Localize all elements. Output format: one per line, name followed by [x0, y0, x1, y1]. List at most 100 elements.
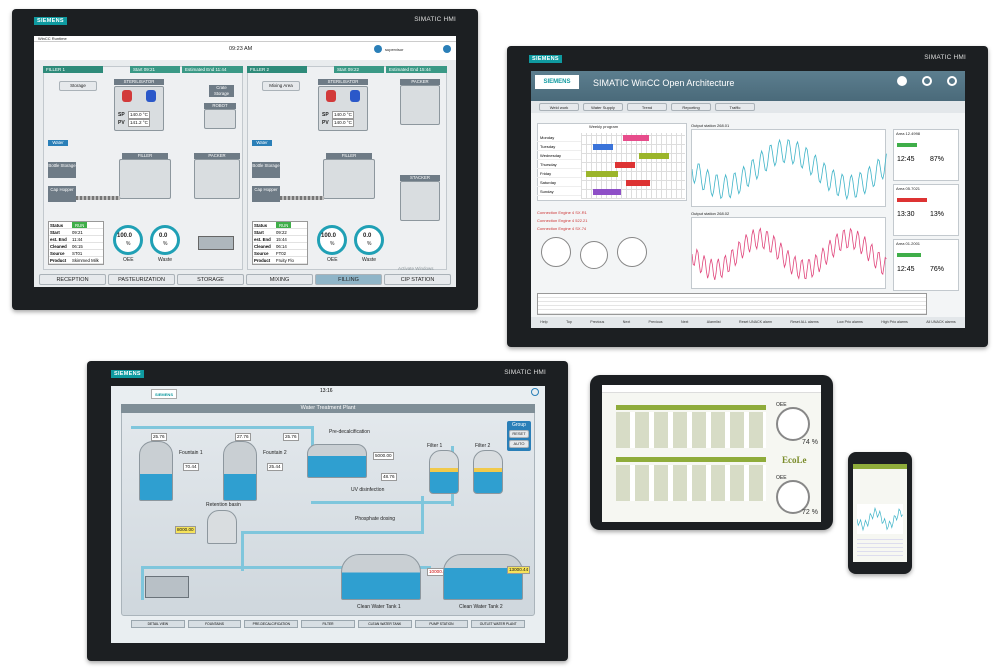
- footer-button[interactable]: Previous: [590, 320, 605, 324]
- info-value: 09:21: [72, 230, 83, 235]
- footer-button[interactable]: Reset UNACK alarm: [739, 320, 772, 324]
- footer-button[interactable]: Next: [680, 320, 689, 324]
- group-label: Group: [512, 422, 526, 428]
- footer-button[interactable]: Previous: [648, 320, 663, 324]
- filler-grid-1: [616, 412, 766, 448]
- storage-button[interactable]: Storage: [59, 81, 97, 91]
- screen-phone: [853, 464, 907, 562]
- heater-icon: [146, 90, 156, 102]
- nav-trend[interactable]: Trend: [627, 103, 667, 111]
- pipe: [141, 566, 144, 600]
- engine-2: Connection Engine 4 522.21: [537, 218, 588, 223]
- footer-button[interactable]: Next: [622, 320, 631, 324]
- settings-icon[interactable]: [922, 76, 932, 86]
- tab-mixing[interactable]: MIXING: [246, 274, 313, 285]
- siemens-app-logo: SIEMENS: [535, 75, 579, 89]
- power-icon[interactable]: [531, 388, 539, 396]
- reset-button[interactable]: RESET: [509, 430, 529, 438]
- area-card-1: Area 12.4998 12:45 87%: [893, 129, 959, 181]
- info-key: Product: [50, 258, 67, 263]
- user-icon[interactable]: [897, 76, 907, 86]
- nav-reporting[interactable]: Reporting: [671, 103, 711, 111]
- header-time: 13:16: [320, 388, 333, 394]
- footer-button[interactable]: High Prio alarms: [881, 320, 908, 324]
- info-key: Status: [254, 223, 268, 228]
- nav-traffic[interactable]: Traffic: [715, 103, 755, 111]
- siemens-app-logo: SIEMENS: [151, 389, 177, 399]
- tab-cip-station[interactable]: CIP STATION: [384, 274, 451, 285]
- app-header: [531, 71, 965, 101]
- trend-chart-1: [691, 129, 887, 207]
- footer-button[interactable]: Low Prio alarms: [837, 320, 863, 324]
- footer-button[interactable]: Reset ALL alarms: [790, 320, 819, 324]
- info-value: RUN: [72, 222, 88, 228]
- footer-button[interactable]: Top: [566, 320, 572, 324]
- packer-2-top-label: PACKER: [400, 79, 440, 85]
- crate-storage-label: Crate Storage: [209, 85, 234, 97]
- tab-pasteurization[interactable]: PASTEURIZATION: [108, 274, 175, 285]
- info-key: Source: [50, 251, 65, 256]
- water-1-label: Water: [48, 140, 68, 146]
- flow-value-3: 25.76: [283, 433, 299, 441]
- waste-value-1: 0.0: [159, 233, 168, 239]
- user-icon[interactable]: [374, 45, 382, 53]
- conveyor-1: [76, 196, 120, 200]
- status-bar-green: [897, 253, 921, 257]
- tab-button[interactable]: FOUNTAINS: [187, 620, 242, 628]
- fountain-2-value: 25.44: [267, 463, 283, 471]
- schedule-bar: [586, 171, 618, 177]
- footer-button[interactable]: Help: [540, 320, 548, 324]
- day-label: Wednesday: [537, 151, 581, 160]
- filler-2-start: Start 09:22: [334, 66, 384, 73]
- tab-button[interactable]: CLEAN WATER TANK: [357, 620, 412, 628]
- info-value: 06:14: [276, 244, 287, 249]
- tab-button[interactable]: PRE-DECALCIFICATION: [244, 620, 299, 628]
- waste-label-2: Waste: [362, 257, 376, 263]
- filter-1-tank: [429, 450, 459, 494]
- tab-button[interactable]: PUMP STATION: [414, 620, 469, 628]
- schedule-bar: [615, 162, 635, 168]
- schedule-bar: [593, 189, 621, 195]
- fountain-2-tank: [223, 441, 257, 501]
- fountain-1-tank: [139, 441, 173, 501]
- footer-button[interactable]: Alarmlist: [706, 320, 721, 324]
- power-icon[interactable]: [947, 76, 957, 86]
- oee-value-1: 100.0: [117, 233, 133, 239]
- tablet-oee-1: OEE: [776, 402, 787, 408]
- tab-button[interactable]: FILTER: [301, 620, 355, 628]
- mixing-area-button[interactable]: Mixing Area: [262, 81, 300, 91]
- heater-icon: [350, 90, 360, 102]
- waste-gauge-2: [354, 225, 384, 255]
- info-row: Cleaned 06:14: [253, 243, 307, 250]
- waste-value-2: 0.0: [363, 233, 372, 239]
- auto-button[interactable]: AUTO: [509, 440, 529, 448]
- tab-filling[interactable]: FILLING: [315, 274, 382, 285]
- robot-1: [204, 109, 236, 129]
- tab-storage[interactable]: STORAGE: [177, 274, 244, 285]
- status-bar-green: [897, 143, 917, 147]
- tablet-gauge-2-value: 72 %: [802, 509, 818, 516]
- day-label: Tuesday: [537, 142, 581, 151]
- pipe: [311, 501, 451, 504]
- tab-button[interactable]: OUTLET WATER PLANT: [471, 620, 526, 628]
- info-key: Cleaned: [50, 244, 67, 249]
- tab-button[interactable]: DETAIL VIEW: [131, 620, 185, 628]
- nav-weld-work[interactable]: Weld work: [539, 103, 579, 111]
- bottle-storage-2: Bottle Storage: [252, 162, 280, 178]
- nav-water-supply[interactable]: Water Supply: [583, 103, 623, 111]
- filler-2-machine: [323, 159, 375, 199]
- schedule-bar: [626, 180, 650, 186]
- filler-1-label: FILLER: [122, 153, 168, 159]
- alarm-table[interactable]: [537, 293, 927, 315]
- close-icon[interactable]: [443, 45, 451, 53]
- fountain-1-value: 70.44: [183, 463, 199, 471]
- tab-reception[interactable]: RECEPTION: [39, 274, 106, 285]
- info-key: Cleaned: [254, 244, 271, 249]
- footer-button[interactable]: All UNACK alarms: [926, 320, 956, 324]
- ecole-logo: EcoLe: [782, 455, 807, 465]
- uv-value: 48.76: [381, 473, 397, 481]
- status-bar-green: [616, 405, 766, 410]
- fountain-1-flow: 25.76: [151, 433, 167, 441]
